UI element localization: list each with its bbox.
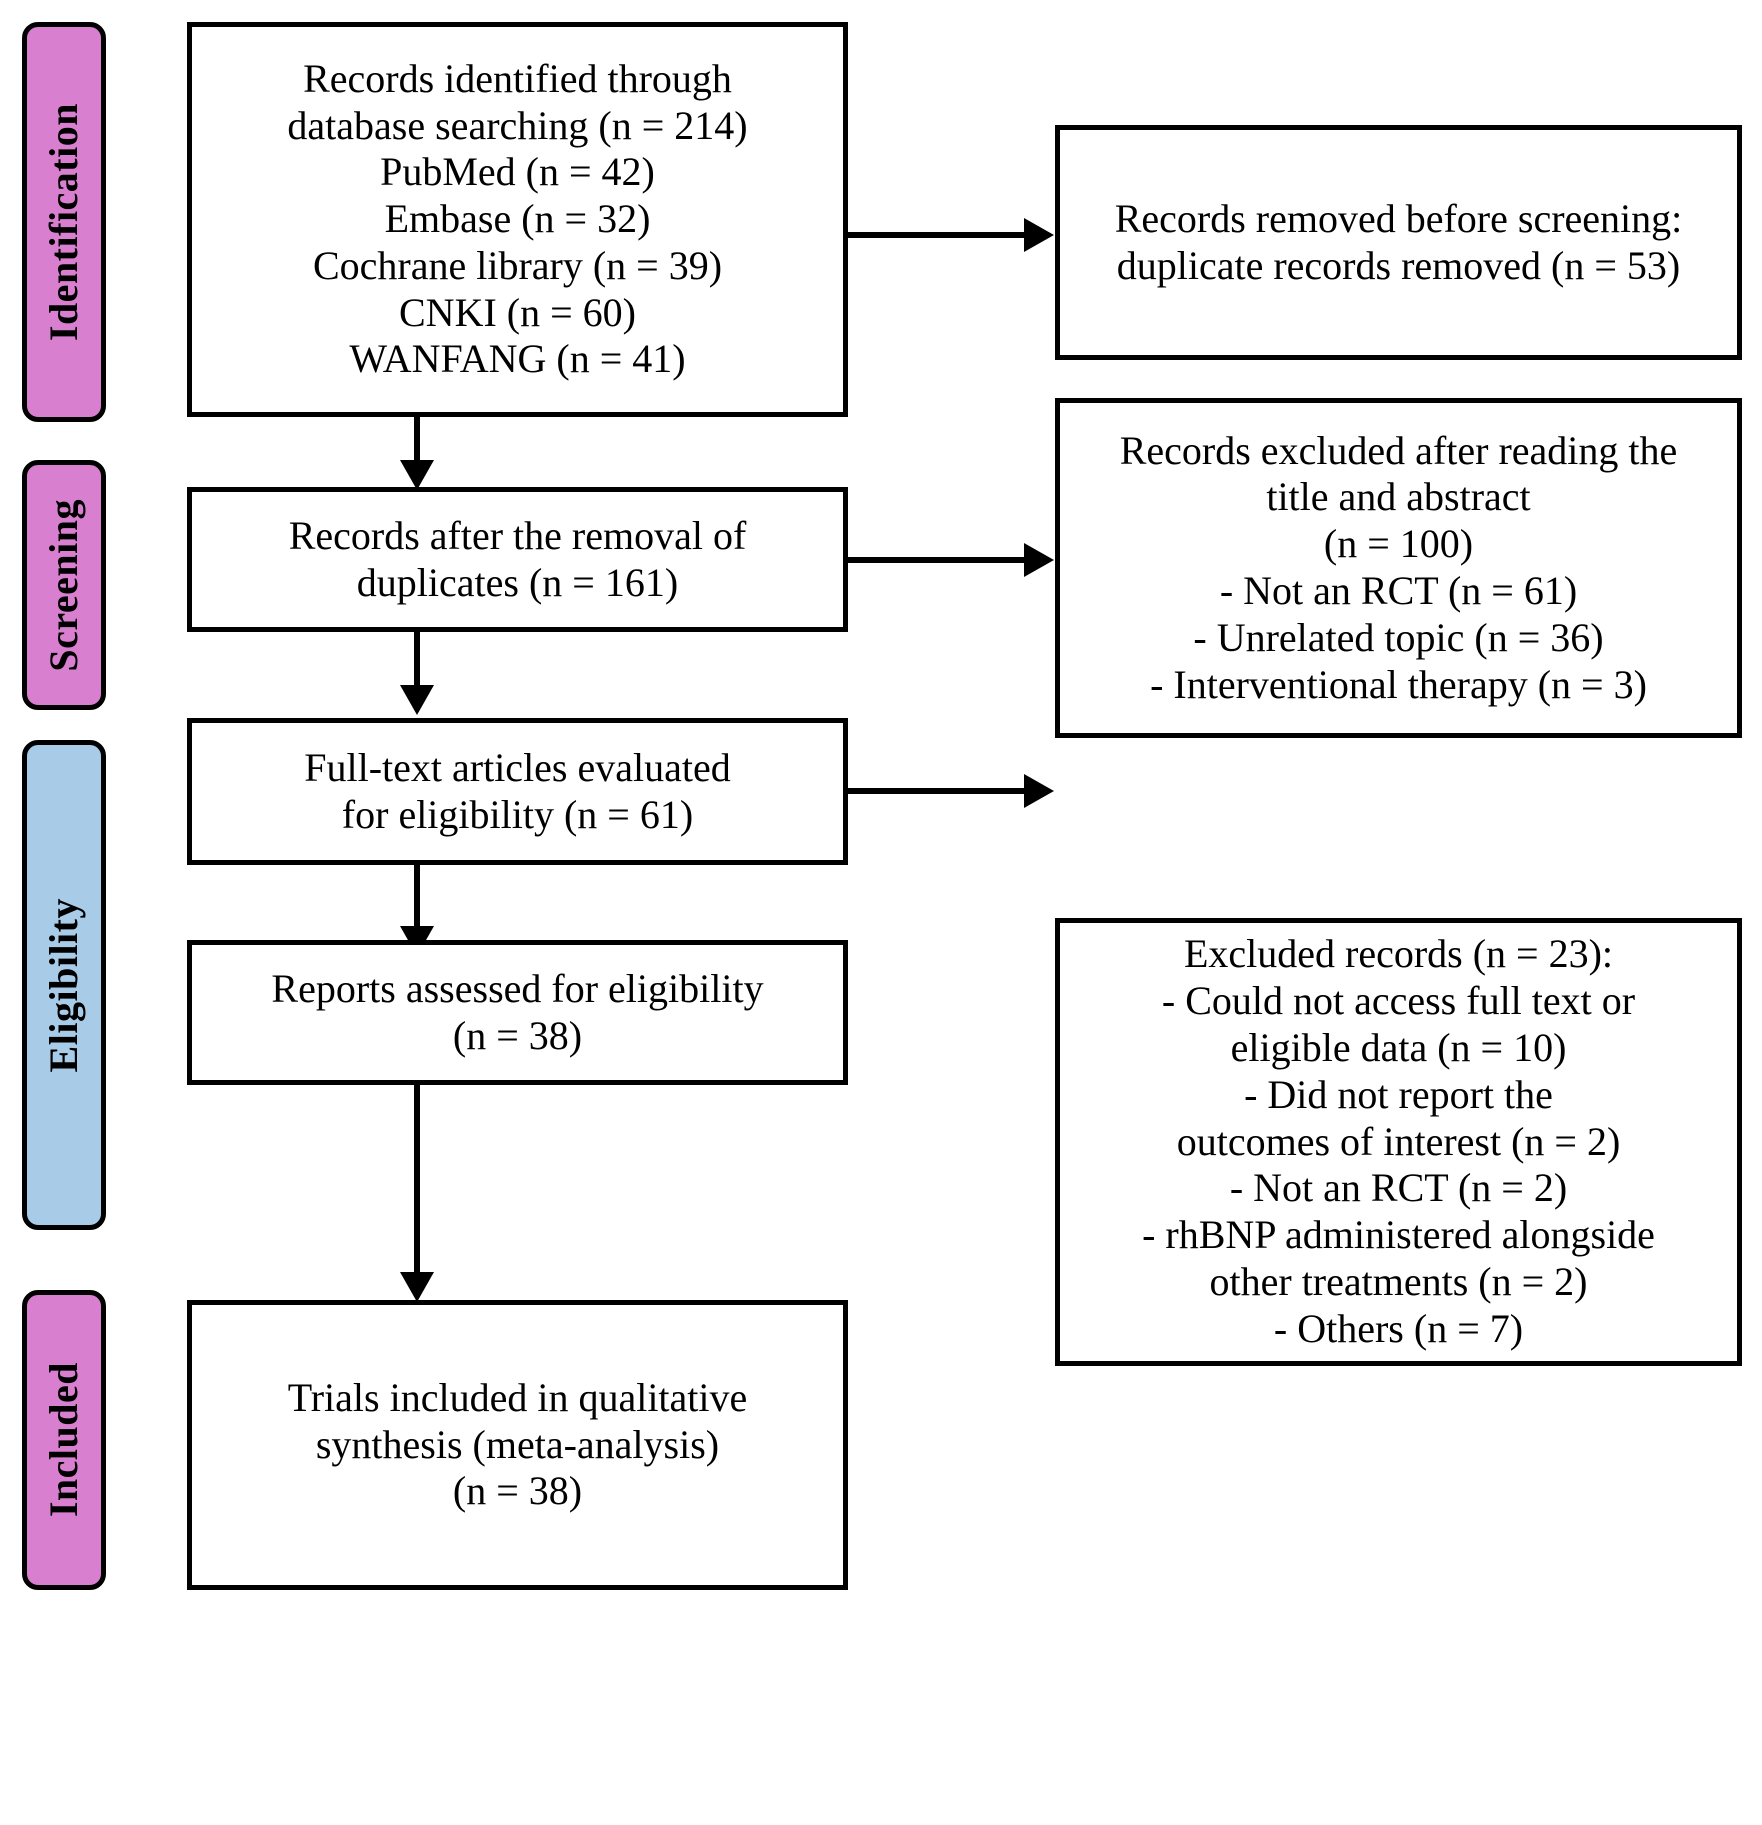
connector-identification-to-duplicates bbox=[848, 232, 1028, 238]
connector-identification-to-screening bbox=[414, 417, 420, 467]
box-duplicates-removed: Records removed before screening: duplic… bbox=[1055, 125, 1742, 360]
stage-label-identification: Identification bbox=[41, 102, 86, 342]
arrowhead-to-full-text-evaluated bbox=[400, 685, 434, 715]
box-records-identified: Records identified through database sear… bbox=[187, 22, 848, 417]
stage-label-eligibility: Eligibility bbox=[41, 897, 86, 1073]
stage-label-screening: Screening bbox=[41, 498, 86, 672]
box-duplicates-removed-text: Records removed before screening: duplic… bbox=[1114, 195, 1683, 288]
box-trials-included-text: Trials included in qualitative synthesis… bbox=[287, 1374, 748, 1514]
arrowhead-to-excluded-title-abstract-box bbox=[1024, 543, 1054, 577]
box-full-text-evaluated: Full-text articles evaluated for eligibi… bbox=[187, 718, 848, 865]
box-records-identified-text: Records identified through database sear… bbox=[287, 55, 748, 382]
box-reports-assessed-text: Reports assessed for eligibility (n = 38… bbox=[271, 965, 764, 1058]
stage-label-included: Included bbox=[41, 1362, 86, 1518]
box-reports-assessed: Reports assessed for eligibility (n = 38… bbox=[187, 940, 848, 1085]
box-records-excluded-title-abstract: Records excluded after reading the title… bbox=[1055, 398, 1742, 738]
stage-bar-eligibility: Eligibility bbox=[22, 740, 106, 1230]
stage-bar-included: Included bbox=[22, 1290, 106, 1590]
connector-screening-to-eligibility bbox=[414, 632, 420, 692]
arrowhead-to-duplicates-box bbox=[1024, 218, 1054, 252]
box-records-after-duplicates-text: Records after the removal of duplicates … bbox=[288, 512, 747, 605]
box-excluded-records: Excluded records (n = 23): - Could not a… bbox=[1055, 918, 1742, 1366]
box-records-excluded-title-abstract-text: Records excluded after reading the title… bbox=[1119, 427, 1678, 707]
arrowhead-to-records-after-duplicates bbox=[400, 460, 434, 490]
connector-screening-to-excluded bbox=[848, 557, 1028, 563]
arrowhead-to-trials-included bbox=[400, 1272, 434, 1302]
connector-reports-to-included bbox=[414, 1085, 420, 1280]
stage-bar-screening: Screening bbox=[22, 460, 106, 710]
box-excluded-records-text: Excluded records (n = 23): - Could not a… bbox=[1142, 931, 1655, 1351]
box-full-text-evaluated-text: Full-text articles evaluated for eligibi… bbox=[304, 744, 731, 837]
box-trials-included: Trials included in qualitative synthesis… bbox=[187, 1300, 848, 1590]
arrowhead-to-excluded-records-box bbox=[1024, 774, 1054, 808]
box-records-after-duplicates: Records after the removal of duplicates … bbox=[187, 487, 848, 632]
connector-fulltext-to-reports bbox=[414, 865, 420, 933]
connector-fulltext-to-excluded-records bbox=[848, 788, 1028, 794]
stage-bar-identification: Identification bbox=[22, 22, 106, 422]
